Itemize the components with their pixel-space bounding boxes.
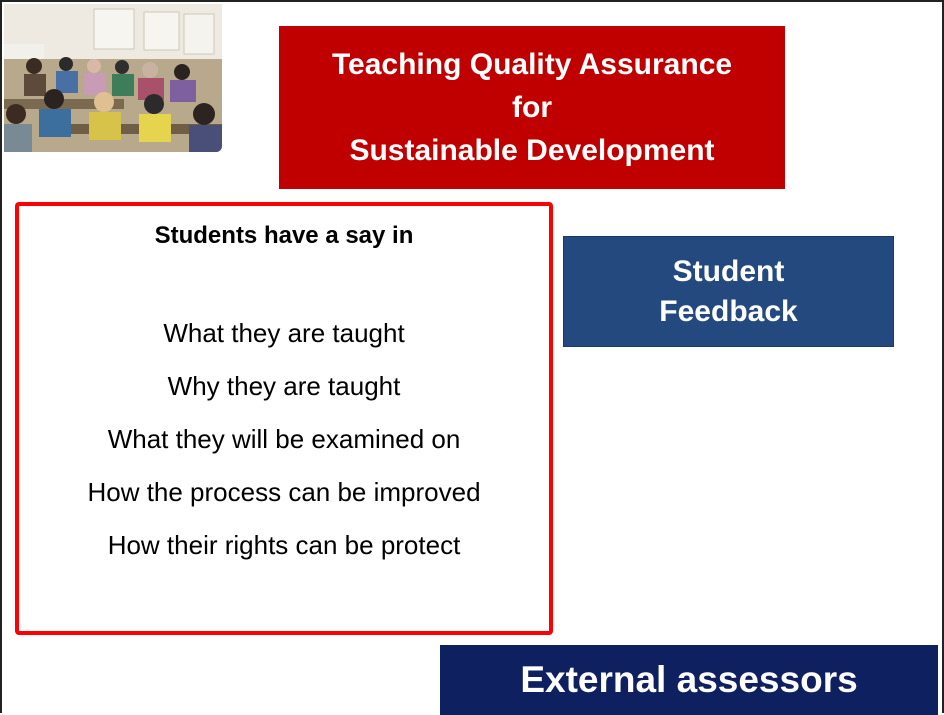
slide-title: Teaching Quality Assurance for Sustainab… (279, 26, 785, 189)
students-say-box: Students have a say in What they are tau… (15, 202, 553, 635)
assessors-label: External assessors (520, 659, 858, 700)
list-item: What they are taught (163, 318, 405, 348)
list-item: How their rights can be protect (107, 530, 461, 560)
list-item: How the process can be improved (87, 477, 481, 507)
classroom-photo (4, 4, 222, 152)
say-heading: Students have a say in (154, 222, 414, 249)
title-line-1: Teaching Quality Assurance (331, 48, 733, 81)
title-line-3: Sustainable Development (349, 134, 715, 167)
external-assessors-box: External assessors (440, 645, 938, 715)
list-item: Why they are taught (167, 371, 401, 401)
list-item: What they will be examined on (107, 424, 461, 454)
title-line-2: for (512, 91, 552, 124)
feedback-line-1: Student (672, 254, 785, 288)
feedback-line-2: Feedback (659, 294, 798, 328)
student-feedback-box: Student Feedback (563, 236, 894, 347)
classroom-illustration (4, 4, 222, 152)
say-list: What they are taught Why they are taught… (19, 318, 549, 583)
